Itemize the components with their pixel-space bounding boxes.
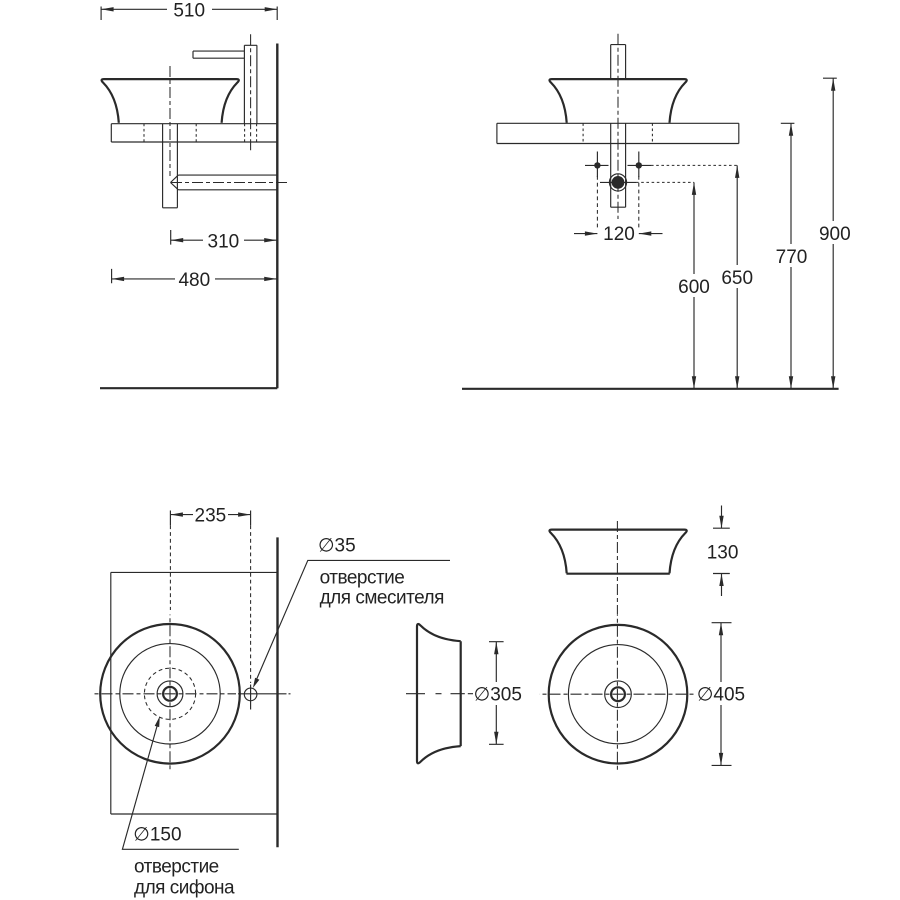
svg-text:∅305: ∅305 (474, 685, 522, 706)
svg-text:отверстие: отверстие (320, 567, 405, 588)
svg-text:для сифона: для сифона (134, 877, 235, 898)
svg-text:770: 770 (776, 247, 808, 268)
svg-text:∅405: ∅405 (697, 685, 745, 706)
svg-text:отверстие: отверстие (134, 857, 219, 878)
svg-text:∅35: ∅35 (318, 536, 356, 557)
svg-text:120: 120 (603, 224, 635, 245)
svg-text:650: 650 (721, 268, 753, 289)
svg-text:для смесителя: для смесителя (320, 588, 444, 609)
svg-text:480: 480 (178, 270, 210, 291)
svg-text:900: 900 (819, 224, 851, 245)
svg-text:130: 130 (707, 542, 739, 563)
svg-text:235: 235 (195, 506, 227, 527)
svg-text:310: 310 (208, 231, 240, 252)
svg-text:∅150: ∅150 (133, 825, 181, 846)
svg-text:510: 510 (173, 0, 205, 21)
svg-text:600: 600 (678, 277, 710, 298)
